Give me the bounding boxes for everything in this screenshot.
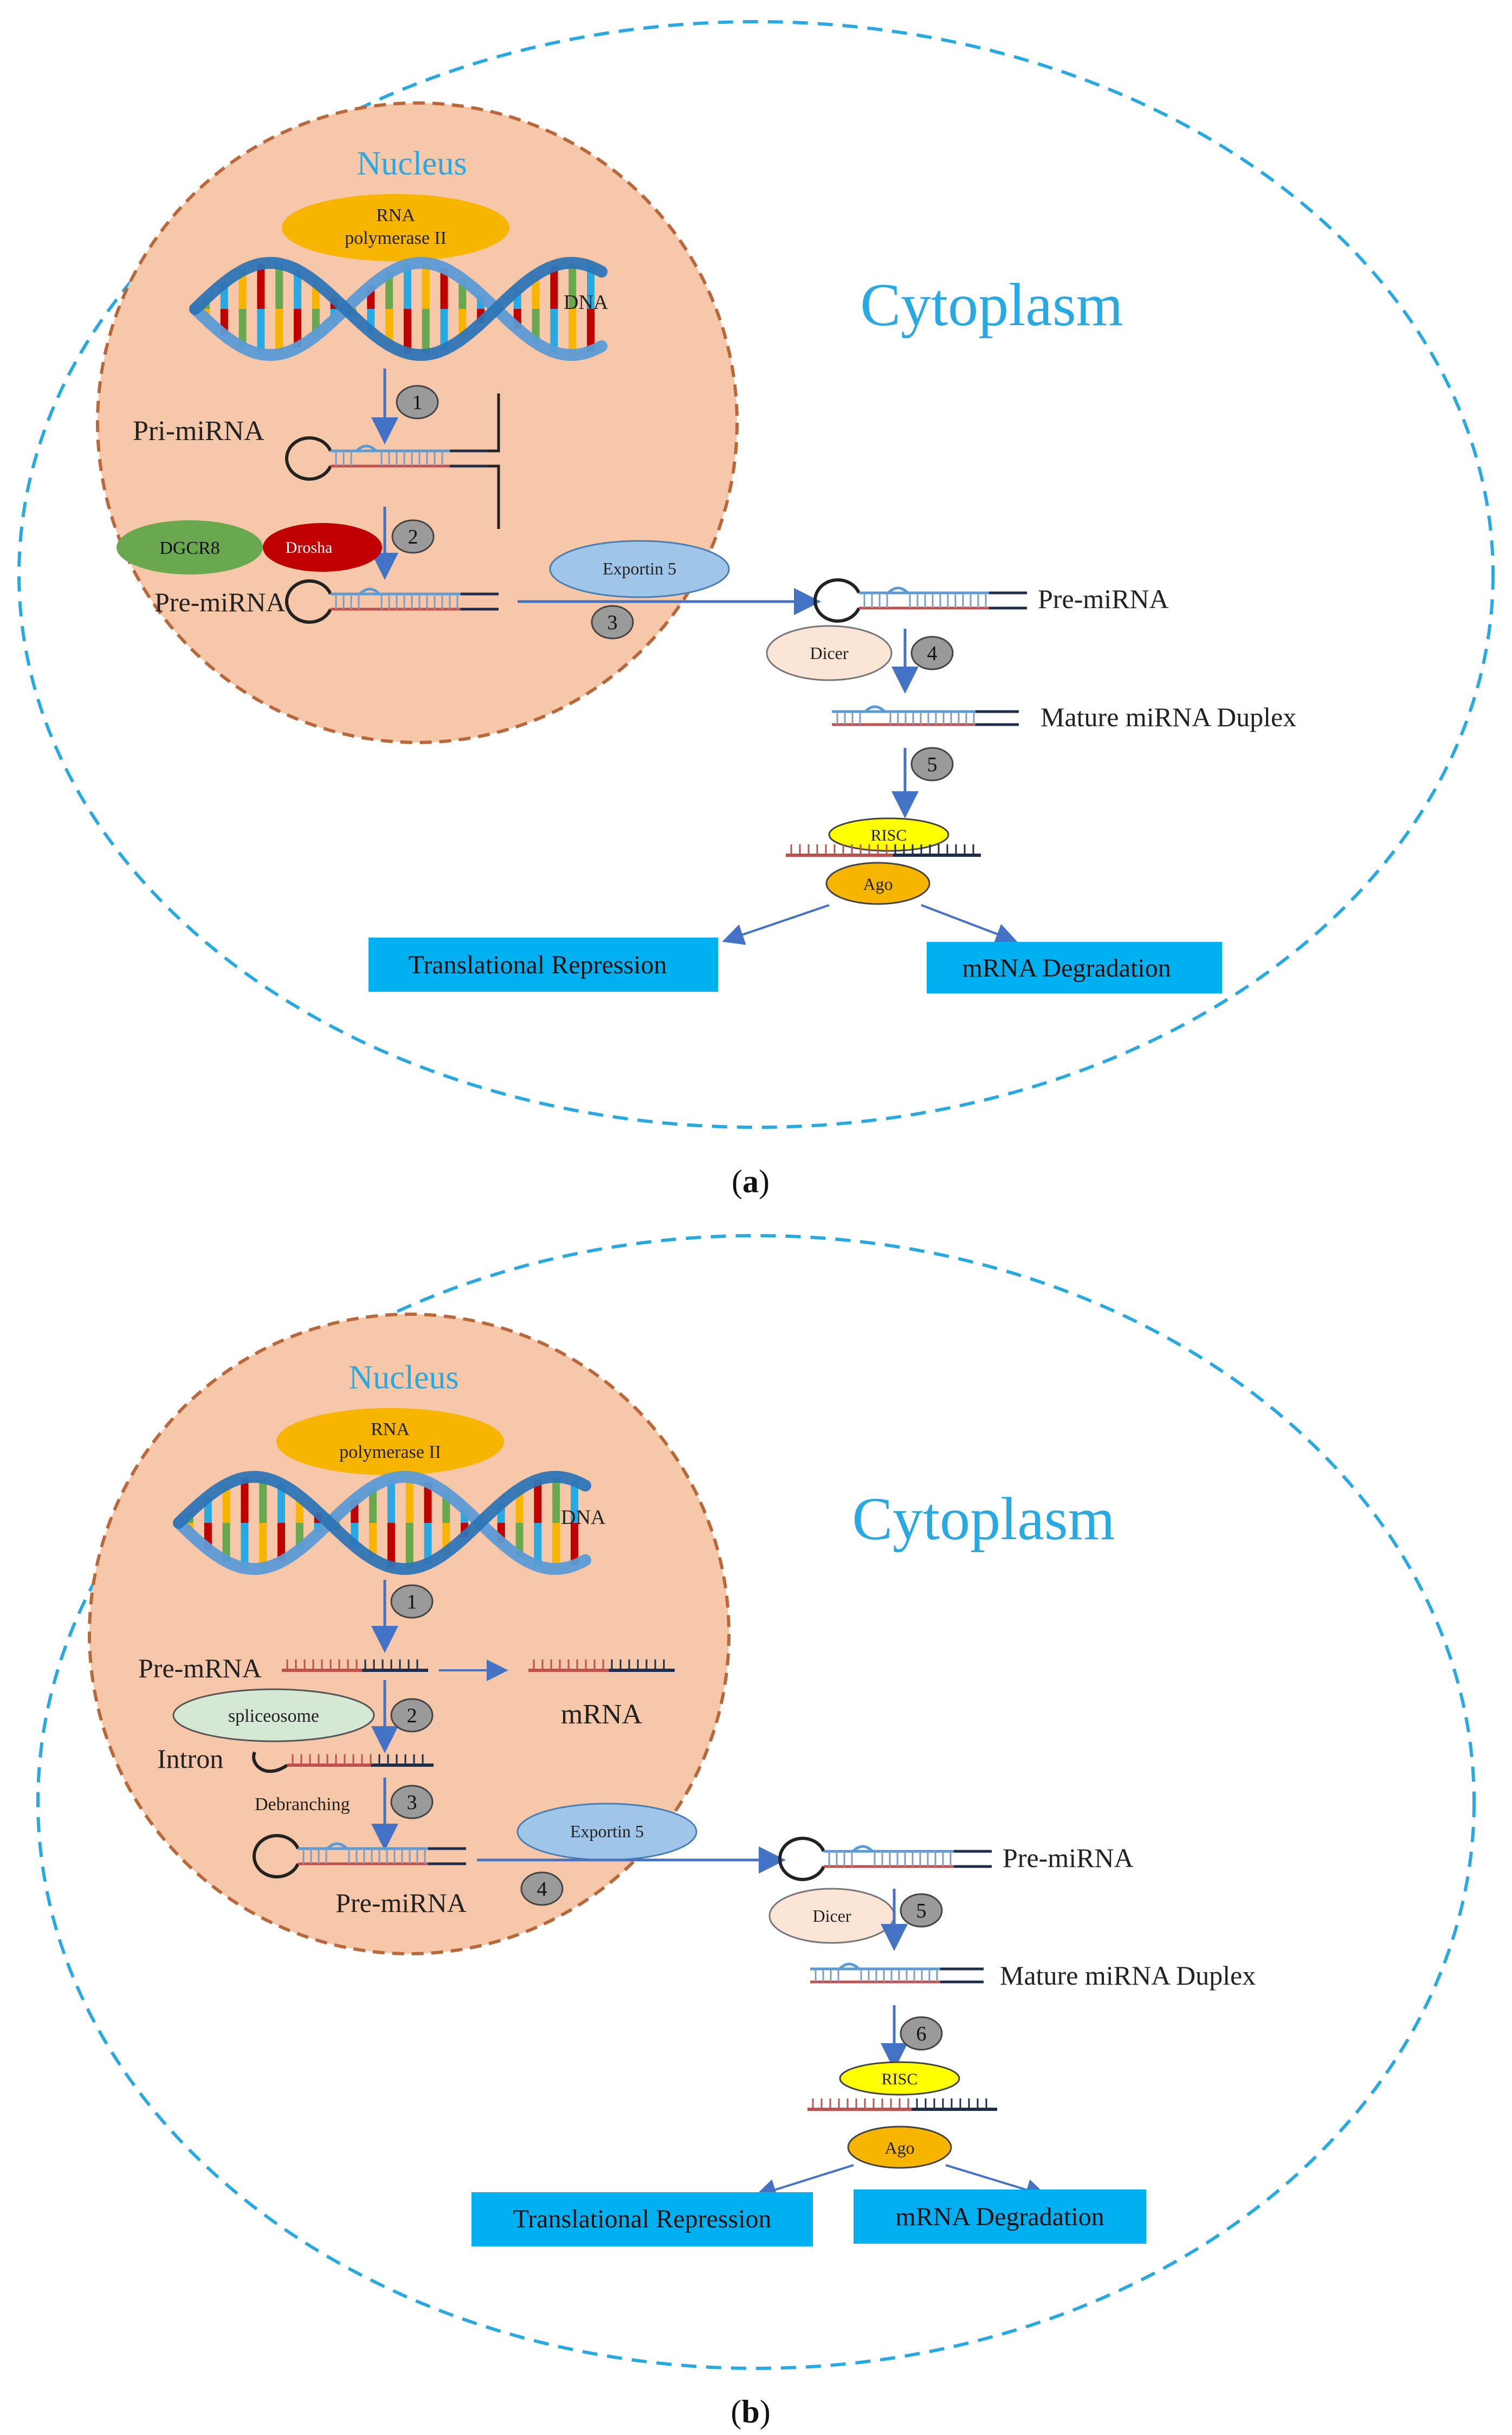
pre-mirna-hairpin-nuclear-a: [285, 579, 499, 624]
risc-strand-b: [807, 2098, 997, 2111]
step-badge-5-b: 5: [900, 1893, 943, 1928]
outcome-repression-box-b: [471, 2192, 813, 2246]
dicer-label-b: Dicer: [812, 1906, 851, 1926]
nucleus-label-a: Nucleus: [357, 145, 467, 182]
pre-mrna-strand-b: [282, 1659, 428, 1672]
svg-text:1: 1: [407, 1591, 417, 1613]
mrna-strand-b: [528, 1659, 675, 1672]
rna-polymerase-label-a-1: RNA: [376, 205, 415, 225]
panel-a: Nucleus Cytoplasm RNA polymerase II DNA …: [17, 20, 1495, 1199]
dna-helix-a: [189, 256, 608, 361]
pre-mirna-hairpin-cyto-b: [778, 1837, 992, 1881]
step-badge-3-b: 3: [390, 1785, 434, 1819]
intron-lariat-b: [252, 1751, 434, 1773]
svg-text:5: 5: [927, 753, 938, 776]
debranching-label-b: Debranching: [255, 1794, 350, 1814]
svg-text:2: 2: [407, 1704, 417, 1727]
svg-text:4: 4: [927, 642, 938, 665]
arrow-degradation-a: [921, 904, 1018, 945]
arrow-repression-a: [722, 904, 830, 945]
mature-duplex-b: [810, 1962, 984, 1984]
exportin-label-a: Exportin 5: [603, 559, 676, 578]
svg-text:1: 1: [412, 391, 423, 414]
dgcr8-ellipse-a: [117, 520, 263, 574]
ago-label-a: Ago: [863, 874, 893, 894]
pri-mirna-label-a: Pri-miRNA: [133, 416, 264, 447]
caption-b: (b): [731, 2394, 770, 2430]
step-badge-4-a: 4: [910, 636, 954, 670]
nucleus-label-b: Nucleus: [348, 1359, 458, 1396]
duplex-label-b: Mature miRNA Duplex: [1000, 1960, 1256, 1991]
cell-membrane-a: [17, 20, 1495, 1129]
exportin-label-b: Exportin 5: [570, 1822, 644, 1841]
rna-polymerase-label-b-2: polymerase II: [339, 1442, 441, 1462]
outcome-degradation-box-b: [854, 2189, 1146, 2244]
svg-text:2: 2: [408, 526, 418, 548]
pri-mirna-hairpin-a: [285, 393, 500, 529]
rna-polymerase-label-b-1: RNA: [371, 1419, 410, 1439]
pre-mirna-hairpin-nuclear-b: [253, 1834, 466, 1878]
panel-b: Nucleus Cytoplasm RNA polymerase II DNA …: [36, 1234, 1476, 2430]
risc-label-a: RISC: [871, 826, 907, 844]
outcome-degradation-label-a: mRNA Degradation: [962, 954, 1171, 983]
outcome-repression-box-a: [369, 938, 718, 992]
svg-text:3: 3: [608, 611, 618, 634]
rna-polymerase-ellipse-b: [276, 1408, 504, 1475]
cytoplasm-label-a: Cytoplasm: [860, 272, 1123, 339]
step-badge-3-a: 3: [591, 605, 634, 640]
svg-text:4: 4: [537, 1878, 547, 1901]
pre-mirna-hairpin-cyto-a: [813, 578, 1027, 623]
mrna-label-b: mRNA: [561, 1699, 643, 1730]
step-badge-5-a: 5: [910, 747, 954, 781]
cell-membrane-b: [36, 1234, 1476, 2370]
risc-label-b: RISC: [882, 2070, 918, 2088]
risc-strand-a: [786, 844, 981, 857]
svg-text:5: 5: [916, 1900, 927, 1922]
ago-label-b: Ago: [884, 2138, 914, 2158]
dgcr8-label-a: DGCR8: [159, 538, 219, 558]
outcome-degradation-label-b: mRNA Degradation: [895, 2203, 1104, 2231]
pre-mrna-label-b: Pre-mRNA: [138, 1653, 262, 1683]
svg-text:3: 3: [407, 1791, 417, 1814]
outcome-repression-label-a: Translational Repression: [409, 951, 667, 979]
caption-a: (a): [732, 1164, 770, 1199]
rna-polymerase-label-a-2: polymerase II: [345, 228, 447, 248]
ago-ellipse-a: [825, 862, 931, 905]
dna-label-a: DNA: [564, 291, 609, 314]
mature-duplex-a: [832, 705, 1019, 726]
intron-label-b: Intron: [157, 1743, 223, 1774]
cytoplasm-label-b: Cytoplasm: [852, 1485, 1115, 1553]
outcome-repression-label-b: Translational Repression: [513, 2205, 772, 2233]
rna-polymerase-ellipse-a: [282, 194, 509, 261]
ago-ellipse-b: [847, 2126, 952, 2169]
dicer-label-a: Dicer: [810, 643, 848, 663]
dna-helix-b: [173, 1470, 591, 1575]
exportin-ellipse-a: [549, 540, 730, 598]
dicer-ellipse-a: [766, 625, 893, 681]
step-badge-4-b: 4: [520, 1871, 564, 1906]
drosha-ellipse-a: [263, 523, 382, 572]
step-badge-2-b: 2: [390, 1698, 434, 1733]
step-badge-6-b: 6: [900, 2016, 943, 2051]
outcome-degradation-box-a: [927, 942, 1222, 993]
drosha-label-a: Drosha: [286, 539, 333, 557]
dna-label-b: DNA: [561, 1506, 606, 1529]
step-badge-1-a: 1: [396, 385, 439, 419]
pre-mirna-cyto-label-a: Pre-miRNA: [1038, 584, 1169, 614]
step-badge-1-b: 1: [390, 1584, 434, 1619]
step-badge-2-a: 2: [391, 519, 435, 554]
pre-mirna-cyto-label-b: Pre-miRNA: [1003, 1843, 1134, 1873]
pre-mirna-nuclear-label-a: Pre-miRNA: [154, 587, 286, 617]
spliceosome-ellipse-b: [172, 1688, 375, 1742]
risc-ellipse-b: [839, 2061, 960, 2096]
risc-ellipse-a: [828, 817, 949, 852]
svg-text:6: 6: [916, 2023, 927, 2045]
duplex-label-a: Mature miRNA Duplex: [1041, 702, 1296, 732]
spliceosome-label-b: spliceosome: [228, 1706, 319, 1726]
arrow-repression-b: [754, 2164, 854, 2200]
pre-mirna-nuclear-label-b: Pre-miRNA: [335, 1888, 467, 1918]
